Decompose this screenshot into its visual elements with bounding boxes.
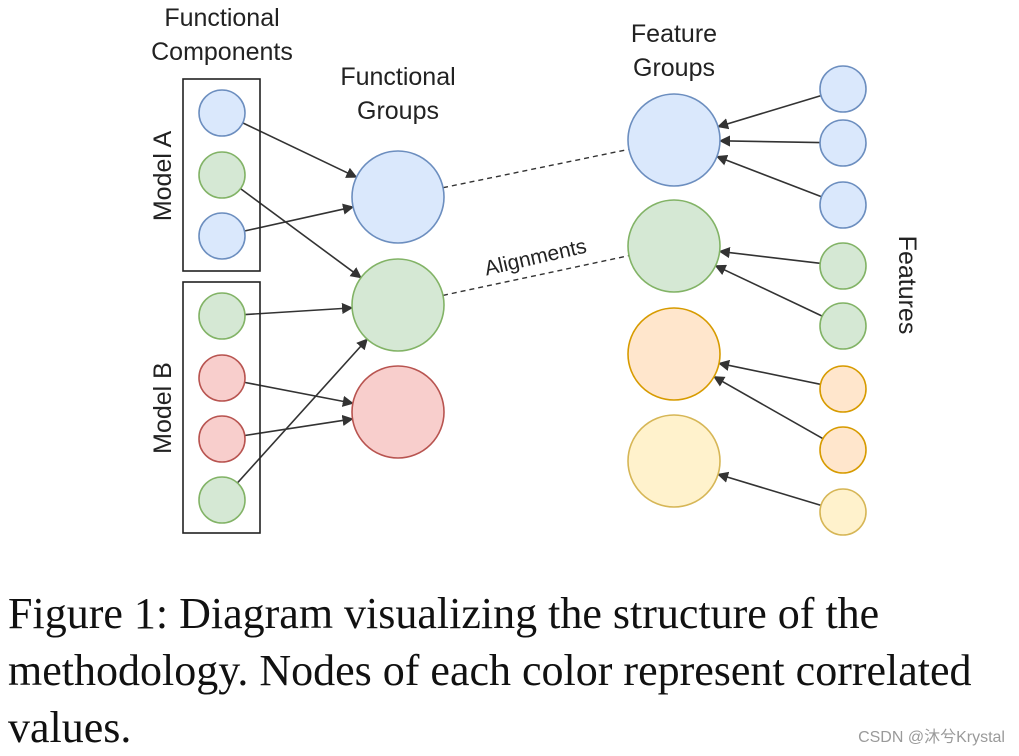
feature-node-orange	[819, 426, 867, 474]
functional-components-label-line2: Components	[151, 38, 293, 66]
functional-components-label-line1: Functional	[164, 4, 279, 32]
figure-caption: Figure 1: Diagram visualizing the struct…	[8, 589, 972, 752]
feature-to-group-arrow	[715, 154, 822, 198]
model-b-component-node-red	[198, 415, 246, 463]
feature-groups-label-line1: Feature	[631, 20, 717, 48]
component-to-group-arrow	[244, 381, 354, 407]
functional-groups-label-line2: Groups	[357, 97, 439, 125]
alignment-dashed-line	[442, 148, 630, 189]
feature-group-node-yellow	[627, 414, 721, 508]
model-a-box	[182, 78, 261, 272]
feature-to-group-arrow	[717, 359, 821, 386]
model-a-component-node-green	[198, 151, 246, 199]
feature-to-group-arrow	[713, 376, 824, 440]
model-a-label: Model A	[149, 131, 177, 222]
alignments-label: Alignments	[482, 235, 588, 281]
methodology-diagram: Functional Components Functional Groups …	[149, 4, 921, 536]
functional-group-node-green	[351, 258, 445, 352]
functional-group-node-blue	[351, 150, 445, 244]
model-b-component-node-green	[198, 476, 246, 524]
feature-node-yellow	[819, 488, 867, 536]
functional-groups-label-line1: Functional	[340, 63, 455, 91]
feature-node-orange	[819, 365, 867, 413]
feature-to-group-arrow	[714, 264, 823, 317]
nodes-layer	[198, 65, 867, 536]
component-to-group-arrow	[244, 414, 354, 437]
component-to-group-arrow	[242, 122, 358, 178]
feature-to-group-arrow	[716, 471, 822, 507]
feature-node-blue	[819, 181, 867, 229]
feature-group-node-green	[627, 199, 721, 293]
feature-group-node-blue	[627, 93, 721, 187]
feature-node-blue	[819, 119, 867, 167]
model-a-component-node-blue	[198, 212, 246, 260]
component-to-group-arrow	[236, 338, 368, 484]
edges-layer	[236, 94, 824, 507]
functional-group-node-red	[351, 365, 445, 459]
feature-groups-label-line2: Groups	[633, 54, 715, 82]
model-a-component-node-blue	[198, 89, 246, 137]
feature-node-green	[819, 242, 867, 290]
component-to-group-arrow	[244, 203, 355, 232]
watermark: CSDN @沐兮Krystal	[858, 729, 1005, 746]
model-b-component-node-red	[198, 354, 246, 402]
feature-to-group-arrow	[718, 247, 821, 265]
alignment-dashed-line	[442, 254, 630, 297]
component-to-group-arrow	[240, 188, 362, 279]
model-b-label: Model B	[149, 362, 177, 454]
component-to-group-arrow	[244, 302, 354, 316]
features-label: Features	[893, 236, 921, 335]
feature-node-blue	[819, 65, 867, 113]
model-b-component-node-green	[198, 292, 246, 340]
feature-node-green	[819, 302, 867, 350]
feature-to-group-arrow	[718, 135, 821, 147]
model-b-box	[182, 281, 261, 534]
feature-to-group-arrow	[716, 94, 822, 130]
feature-group-node-orange	[627, 307, 721, 401]
